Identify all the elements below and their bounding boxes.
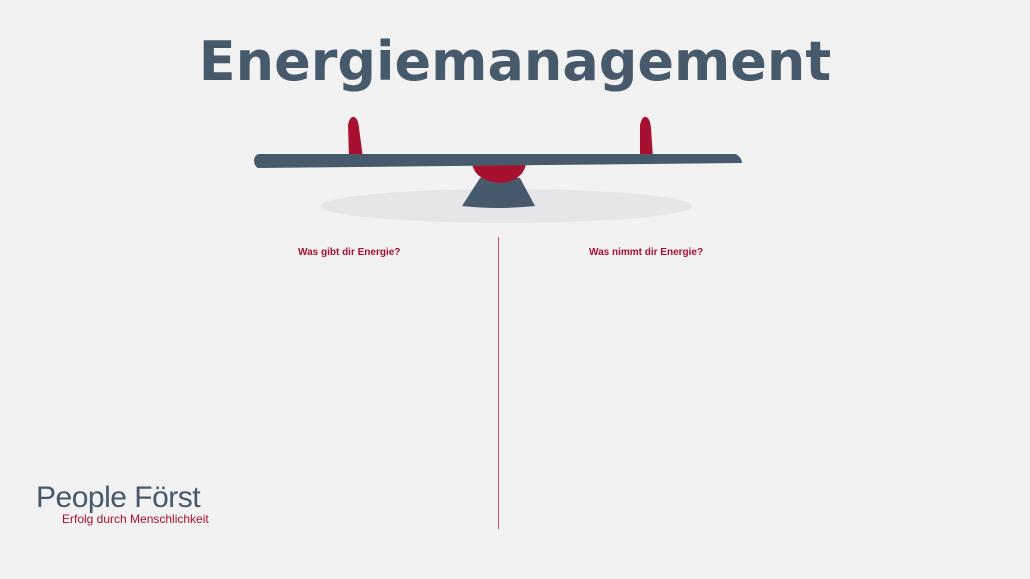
column-divider: [498, 237, 499, 529]
page-title: Energiemanagement: [198, 30, 832, 93]
question-takes-energy: Was nimmt dir Energie?: [589, 247, 704, 258]
seesaw-handle-left: [348, 116, 363, 158]
seesaw-pivot: [472, 164, 526, 183]
logo-tagline: Erfolg durch Menschlichkeit: [62, 512, 209, 526]
seesaw-base: [462, 178, 535, 208]
seesaw-plank: [254, 154, 742, 168]
seesaw-illustration: [254, 116, 742, 223]
company-logo: People Först Erfolg durch Menschlichkeit: [36, 481, 209, 527]
logo-name: People Först: [36, 481, 201, 514]
seesaw-handle-right: [640, 116, 653, 158]
question-gives-energy: Was gibt dir Energie?: [298, 247, 401, 258]
